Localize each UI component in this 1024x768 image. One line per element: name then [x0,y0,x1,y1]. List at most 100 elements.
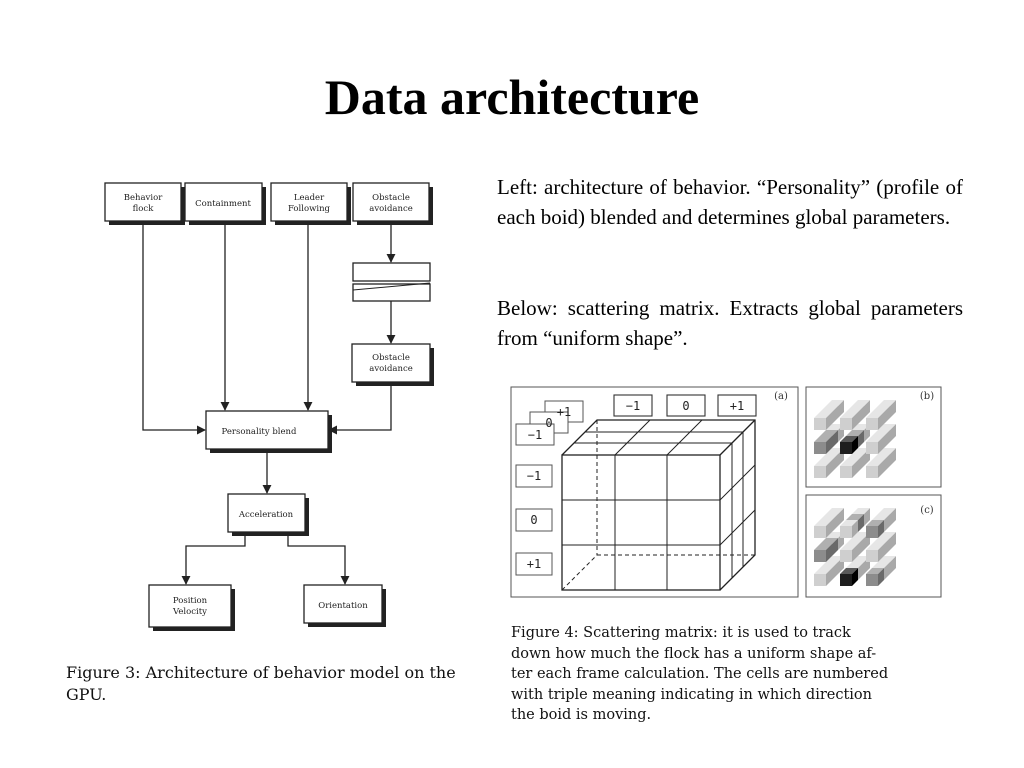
figure4-panel-c: (c) [805,494,942,598]
stack-label-1: +1 [557,405,571,419]
cube-grid-c-cube-1-top [852,508,870,514]
side-label-box-3 [515,552,553,576]
side-label-box-1 [515,464,553,488]
cube-grid-b-cube-22 [840,442,852,454]
box-personality-blend [205,410,329,450]
figure4-caption-line-2: down how much the flock has a uniform sh… [511,645,877,662]
label-containment: Containment [195,199,251,209]
cube-grid-c-cube-2-top [878,508,896,514]
cube-grid-b-cube-13-top [846,430,864,436]
label-acceleration: Acceleration [238,510,294,520]
cube-grid-b-cube-16-top [846,454,864,460]
top-label-1: −1 [626,399,640,413]
label-orientation: Orientation [318,601,368,611]
panel-a-label: (a) [774,391,788,402]
cube-grid-b-cube-20-top [866,412,884,418]
label-avoidance-mid: avoidance [369,364,412,374]
label-leader: Leader [294,193,325,203]
cube-grid-b-cube-25 [840,466,852,478]
cube-grid-b-cube-1-top [852,400,870,406]
cube-grid-c-cube-26 [866,574,878,586]
cube-grid-c-cube-12-top [820,538,838,544]
cube-grid-b-cube-20 [866,418,878,430]
cube-grid-b-cube-26 [866,466,878,478]
side-label-3: +1 [527,557,541,571]
box-obstacle-avoidance-top [352,182,430,222]
text-scattering-description: Below: scattering matrix. Extracts globa… [497,296,963,350]
figure3-caption-line-1: Figure 3: Architecture of behavior model… [66,663,456,682]
box-position-velocity [148,584,232,628]
label-following: Following [288,204,331,214]
cube-grid-c-cube-24 [814,574,826,586]
cube-grid-b-cube-11-top [872,406,890,412]
panel-c-label: (c) [920,505,934,516]
cube-grid-c-cube-22 [840,550,852,562]
cube-grid-c-cube-9-top [820,514,838,520]
figure3-caption: Figure 3: Architecture of behavior model… [66,662,456,706]
cube-grid-b-cube-24-top [814,460,832,466]
figure4-caption-line-3: ter each frame calculation. The cells ar… [511,666,889,682]
cube-grid-b-cube-21-top [814,436,832,442]
box-behavior-flock [104,182,182,222]
cube-grid-c-cube-10-top [846,514,864,520]
cube-grid-c-cube-18 [814,526,826,538]
cube-grid-c-cube-21-top [814,544,832,550]
label-behavior: Behavior [124,193,163,203]
cube-grid-c-cube-19 [840,526,852,538]
top-label-2: 0 [682,399,689,413]
label-position: Position [173,596,208,606]
cube-grid-c-cube-17-top [872,562,890,568]
figure3-caption-line-2: GPU. [66,685,107,704]
cube-grid-c-cube-21 [814,550,826,562]
box-acceleration [227,493,306,533]
cube-grid-c-cube-15-top [820,562,838,568]
cube-grid-c-cube-0-top [826,508,844,514]
box-blank-upper [352,262,431,282]
figure4-caption: Figure 4: Scattering matrix: it is used … [511,623,888,726]
cube-grid-c-cube-19-top [840,520,858,526]
label-personality-blend: Personality blend [222,427,297,437]
cube-grid-b-cube-19-top [840,412,858,418]
cube-grid-c-cube-23-top [866,544,884,550]
label-avoidance-top: avoidance [369,204,412,214]
figure4-caption-line-4: with triple meaning indicating in which … [511,686,872,703]
top-label-box-3 [717,394,757,417]
cube-grid-b-cube-18-top [814,412,832,418]
figure3-diagram [104,182,434,631]
figure4-caption-line-5: the boid is moving. [511,707,652,723]
cube-grid-b-cube-21 [814,442,826,454]
cube-grid-b-cube-10-top [846,406,864,412]
cube-grid-c-cube-14-top [872,538,890,544]
figure4-caption-line-1: Figure 4: Scattering matrix: it is used … [511,625,851,641]
cube-grid-b-cube-15-top [820,454,838,460]
cube-grid-b-cube-23 [866,442,878,454]
cube-grid-b-cube-22-top [840,436,858,442]
scattering-cube [561,419,756,591]
panel-b-label: (b) [920,391,934,402]
slide-title: Data architecture [324,69,700,125]
top-label-box-1 [613,394,653,417]
cube-grid-c-cube-20-top [866,520,884,526]
cube-grid-b-cube-9-top [820,406,838,412]
cube-grid-b-cube-0-top [826,400,844,406]
connector-acceleration-to-position [181,532,246,585]
box-obstacle-avoidance-mid [351,343,431,383]
cube-grid-c-cube-26-top [866,568,884,574]
figure4-panel-b: (b) [805,386,942,488]
cube-grid-c-cube-11-top [872,514,890,520]
cube-grid-c-cube-25-top [840,568,858,574]
connector-obstacle-to-blend [328,382,392,435]
side-label-1: −1 [527,469,541,483]
side-label-2: 0 [530,513,537,527]
connector-acceleration-to-orientation [287,532,350,585]
cube-grid-b-cube-25-top [840,460,858,466]
box-leader-following [270,182,348,222]
cube-grid-b-cube-18 [814,418,826,430]
cube-grid-c-cube-16-top [846,562,864,568]
cube-grid-c-cube-25 [840,574,852,586]
cube-grid-b-cube-24 [814,466,826,478]
top-label-3: +1 [730,399,744,413]
box-orientation [303,584,383,624]
side-label-box-2 [515,508,553,532]
